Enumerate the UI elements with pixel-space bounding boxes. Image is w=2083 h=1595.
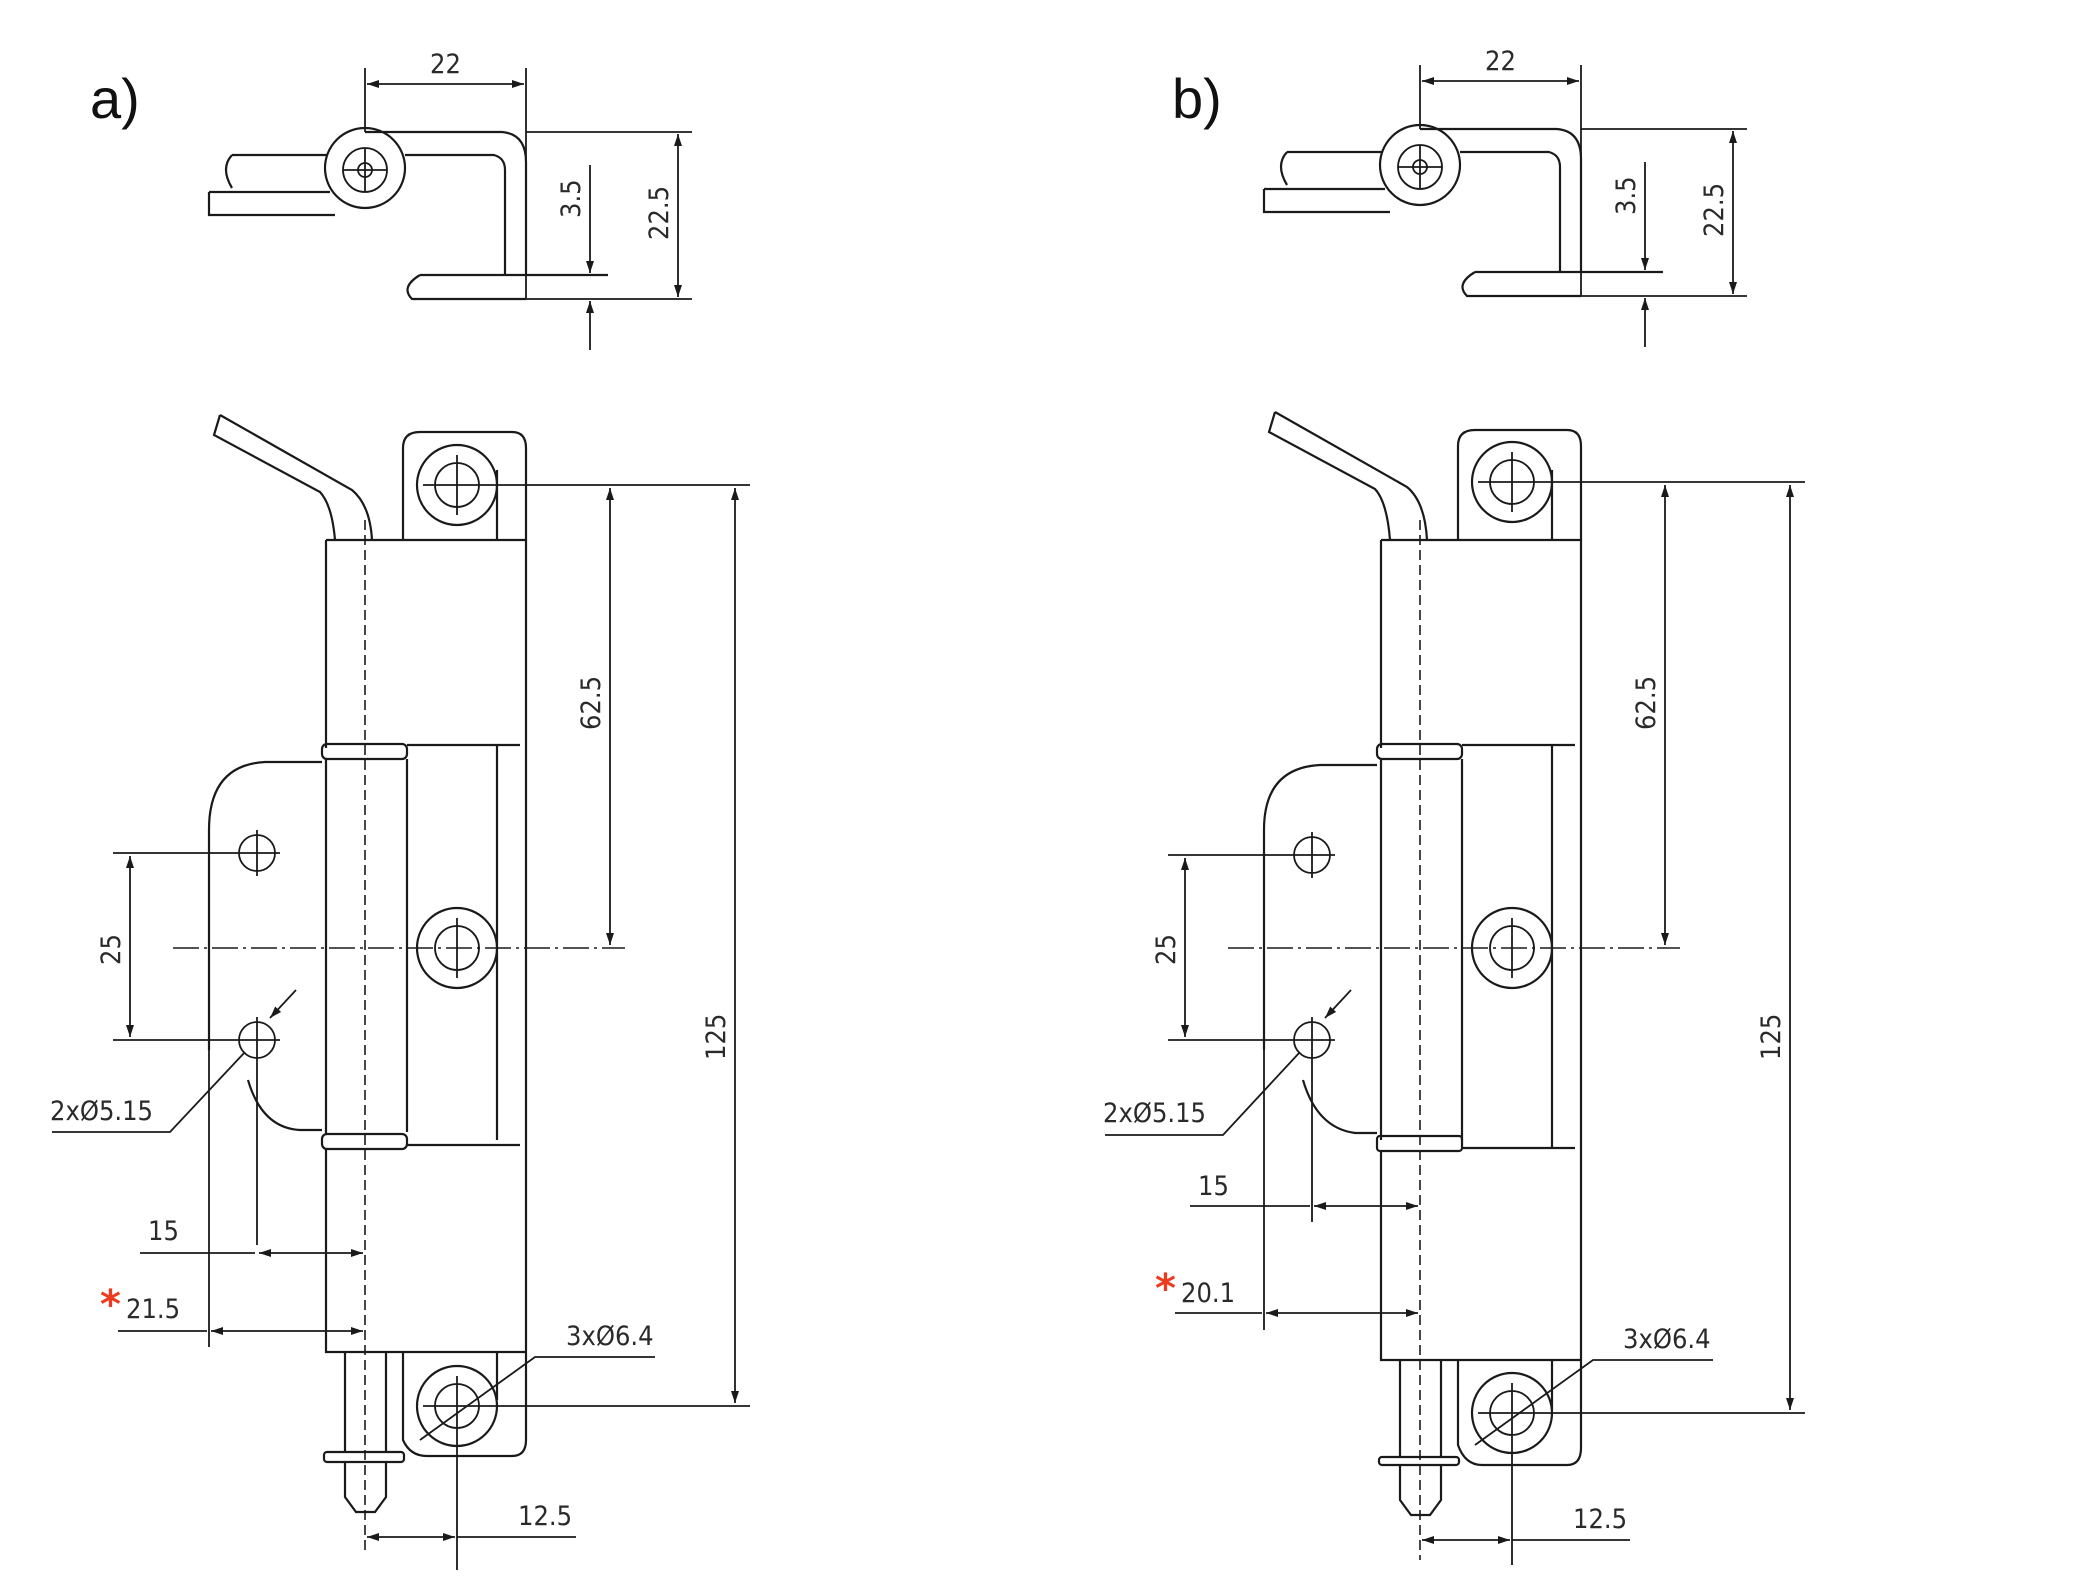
top-view-a: 22 22.5 3.5: [207, 49, 692, 350]
dim-hole-spacing-a: 62.5: [576, 676, 607, 730]
dim-height-a: 22.5: [644, 186, 675, 240]
dim-total-length-b: 125: [1756, 1014, 1787, 1060]
dim-thickness-a: 3.5: [556, 179, 587, 218]
dim-leaf-hole-spacing-a: 25: [96, 934, 127, 965]
dim-width-b: 22: [1485, 46, 1516, 77]
dim-hole-spacing-b: 62.5: [1631, 676, 1662, 730]
dim-leaf-edge-offset-a: 21.5: [126, 1294, 180, 1325]
panel-a: a) 22 22.5: [50, 49, 750, 1570]
dim-leaf-hole-spacing-b: 25: [1151, 934, 1182, 965]
dim-leaf-hole-offset-b: 15: [1198, 1171, 1229, 1202]
mount-holes-callout-a: 3xØ6.4: [566, 1321, 654, 1352]
front-view-a: 25 2xØ5.15: [50, 414, 750, 1570]
top-view-b: 22 22.5 3.5: [1262, 46, 1747, 347]
dim-leaf-hole-offset-a: 15: [148, 1216, 179, 1247]
panel-b: b) 22 22.5 3.5: [1103, 46, 1805, 1565]
lever-arm-b: [1267, 411, 1429, 541]
asterisk-marker-a: *: [100, 1282, 121, 1328]
panel-b-label: b): [1172, 67, 1222, 130]
front-view-b: 25 2xØ5.15 62.5 125: [1103, 411, 1805, 1565]
dim-total-length-a: 125: [701, 1014, 732, 1060]
lever-arm-a: [212, 414, 374, 541]
dim-width-a: 22: [430, 49, 461, 80]
dim-thickness-b: 3.5: [1611, 176, 1642, 215]
dim-mount-hole-offset-b: 12.5: [1573, 1504, 1627, 1535]
asterisk-marker-b: *: [1155, 1266, 1176, 1312]
dim-height-b: 22.5: [1699, 183, 1730, 237]
leaf-holes-callout-a: 2xØ5.15: [50, 1096, 153, 1127]
dim-leaf-edge-offset-b: 20.1: [1181, 1278, 1235, 1309]
dim-mount-hole-offset-a: 12.5: [518, 1501, 572, 1532]
leaf-holes-callout-b: 2xØ5.15: [1103, 1098, 1206, 1129]
panel-a-label: a): [90, 67, 140, 130]
mount-holes-callout-b: 3xØ6.4: [1623, 1324, 1711, 1355]
